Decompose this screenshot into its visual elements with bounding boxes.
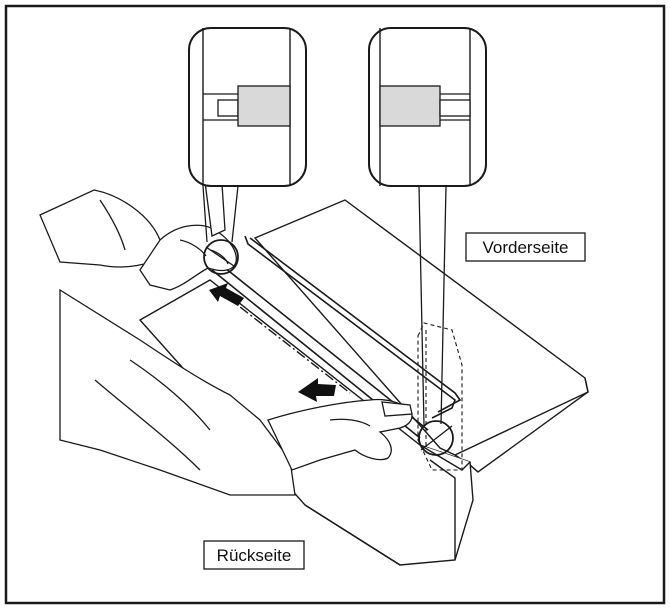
label-front-text: Vorderseite	[483, 238, 569, 257]
arrow-upper-icon	[209, 283, 244, 306]
focus-circle-right	[418, 420, 454, 456]
label-back: Rückseite	[203, 540, 305, 570]
slide-direction-guide	[209, 283, 351, 402]
label-front: Vorderseite	[465, 232, 586, 262]
focus-circle-left	[203, 239, 239, 275]
label-back-text: Rückseite	[217, 546, 292, 565]
latch-tab-left	[237, 85, 291, 127]
latch-tab-right	[379, 85, 441, 127]
magnifier-left	[188, 27, 307, 275]
right-hand	[59, 288, 413, 496]
outer-border	[4, 4, 666, 605]
hidden-slot	[417, 322, 463, 471]
magnifier-right	[368, 27, 487, 456]
arrow-lower-icon	[298, 378, 336, 402]
